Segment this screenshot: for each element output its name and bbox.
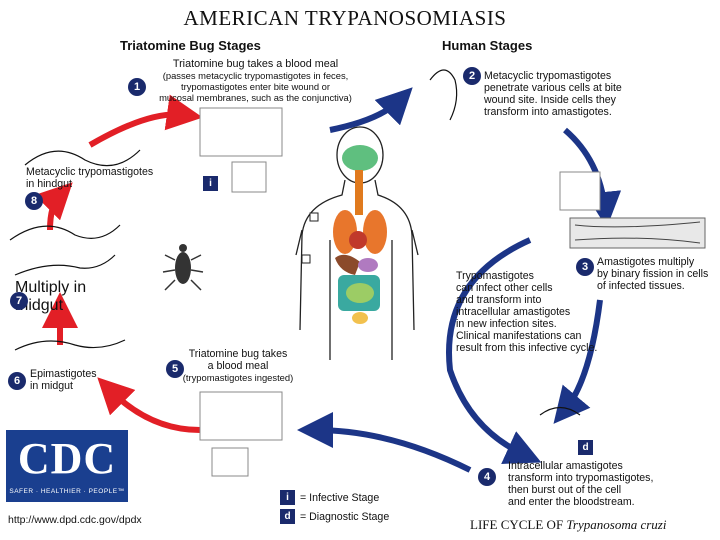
- stage-2-badge: 2: [463, 67, 481, 85]
- figure-caption: LIFE CYCLE OF Trypanosoma cruzi: [470, 517, 666, 533]
- stage-4-text: Intracellular amastigotes transform into…: [508, 460, 654, 508]
- stage-5-badge: 5: [166, 360, 184, 378]
- diagnostic-stage-icon: d: [578, 440, 593, 455]
- stage-4-badge: 4: [478, 468, 496, 486]
- stage-5-text: Triatomine bug takes a blood meal (trypo…: [182, 348, 294, 383]
- body-callout-marker: [301, 254, 311, 264]
- bug-feeding-panel: [199, 391, 283, 441]
- human-organs: [333, 145, 387, 324]
- legend-infective-icon: i: [280, 490, 295, 505]
- arrow-3-loop: [553, 299, 603, 424]
- page-title: AMERICAN TRYPANOSOMIASIS: [183, 6, 507, 30]
- bite-inset: [231, 161, 267, 193]
- infective-stage-icon: i: [203, 176, 218, 191]
- stage-1-text: Triatomine bug takes a blood meal (passe…: [159, 58, 352, 103]
- arrow-4-to-5: [297, 412, 472, 473]
- muscle-tissue-panel: [569, 217, 706, 249]
- stage-1-badge: 1: [128, 78, 146, 96]
- human-stages-header: Human Stages: [442, 38, 533, 53]
- parasite-sketches: [9, 69, 581, 416]
- stage-3-text: Amastigotes multiply by binary fission i…: [597, 256, 709, 292]
- cdc-logo-text: CDC: [17, 434, 117, 483]
- caption-prefix: LIFE CYCLE OF: [470, 517, 567, 532]
- cdc-url-link[interactable]: http://www.dpd.cdc.gov/dpdx: [8, 514, 142, 526]
- legend-diagnostic-label: = Diagnostic Stage: [300, 511, 390, 523]
- stage-2-text: Metacyclic trypomastigotes penetrate var…: [484, 70, 622, 118]
- arrow-7-to-8: [34, 182, 73, 231]
- bug-stages-header: Triatomine Bug Stages: [120, 38, 261, 53]
- legend-diagnostic-icon: d: [280, 509, 295, 524]
- arrow-2-to-3: [563, 127, 622, 228]
- amastigote-cell-panel: [559, 171, 601, 211]
- arrow-8-to-1: [88, 94, 203, 148]
- cdc-logo: CDC SAFER · HEALTHIER · PEOPLE™: [6, 430, 128, 502]
- arrow-3-to-4: [446, 237, 542, 464]
- arrow-1-to-2: [329, 87, 413, 133]
- stage-8-text: Metacyclic trypomastigotes in hindgut: [26, 166, 154, 190]
- body-callout-marker: [309, 212, 319, 222]
- stage-7-badge: 7: [10, 292, 28, 310]
- triatomine-bug-figure: [162, 244, 204, 291]
- caption-species: Trypanosoma cruzi: [566, 517, 667, 532]
- stage-3-badge: 3: [576, 258, 594, 276]
- stage-6-text: Epimastigotes in midgut: [30, 368, 97, 392]
- cdc-tagline: SAFER · HEALTHIER · PEOPLE™: [9, 488, 125, 495]
- bite-panel: [199, 107, 283, 157]
- stage-7-text: Multiply in midgut: [15, 279, 87, 314]
- trypomastigote-inset: [211, 447, 249, 477]
- stage-3-reinfection-text: Trypomastigotes can infect other cells a…: [456, 270, 598, 354]
- stage-6-badge: 6: [8, 372, 26, 390]
- legend-infective-label: = Infective Stage: [300, 492, 380, 504]
- arrow-5-to-6: [97, 377, 201, 433]
- stage-8-badge: 8: [25, 192, 43, 210]
